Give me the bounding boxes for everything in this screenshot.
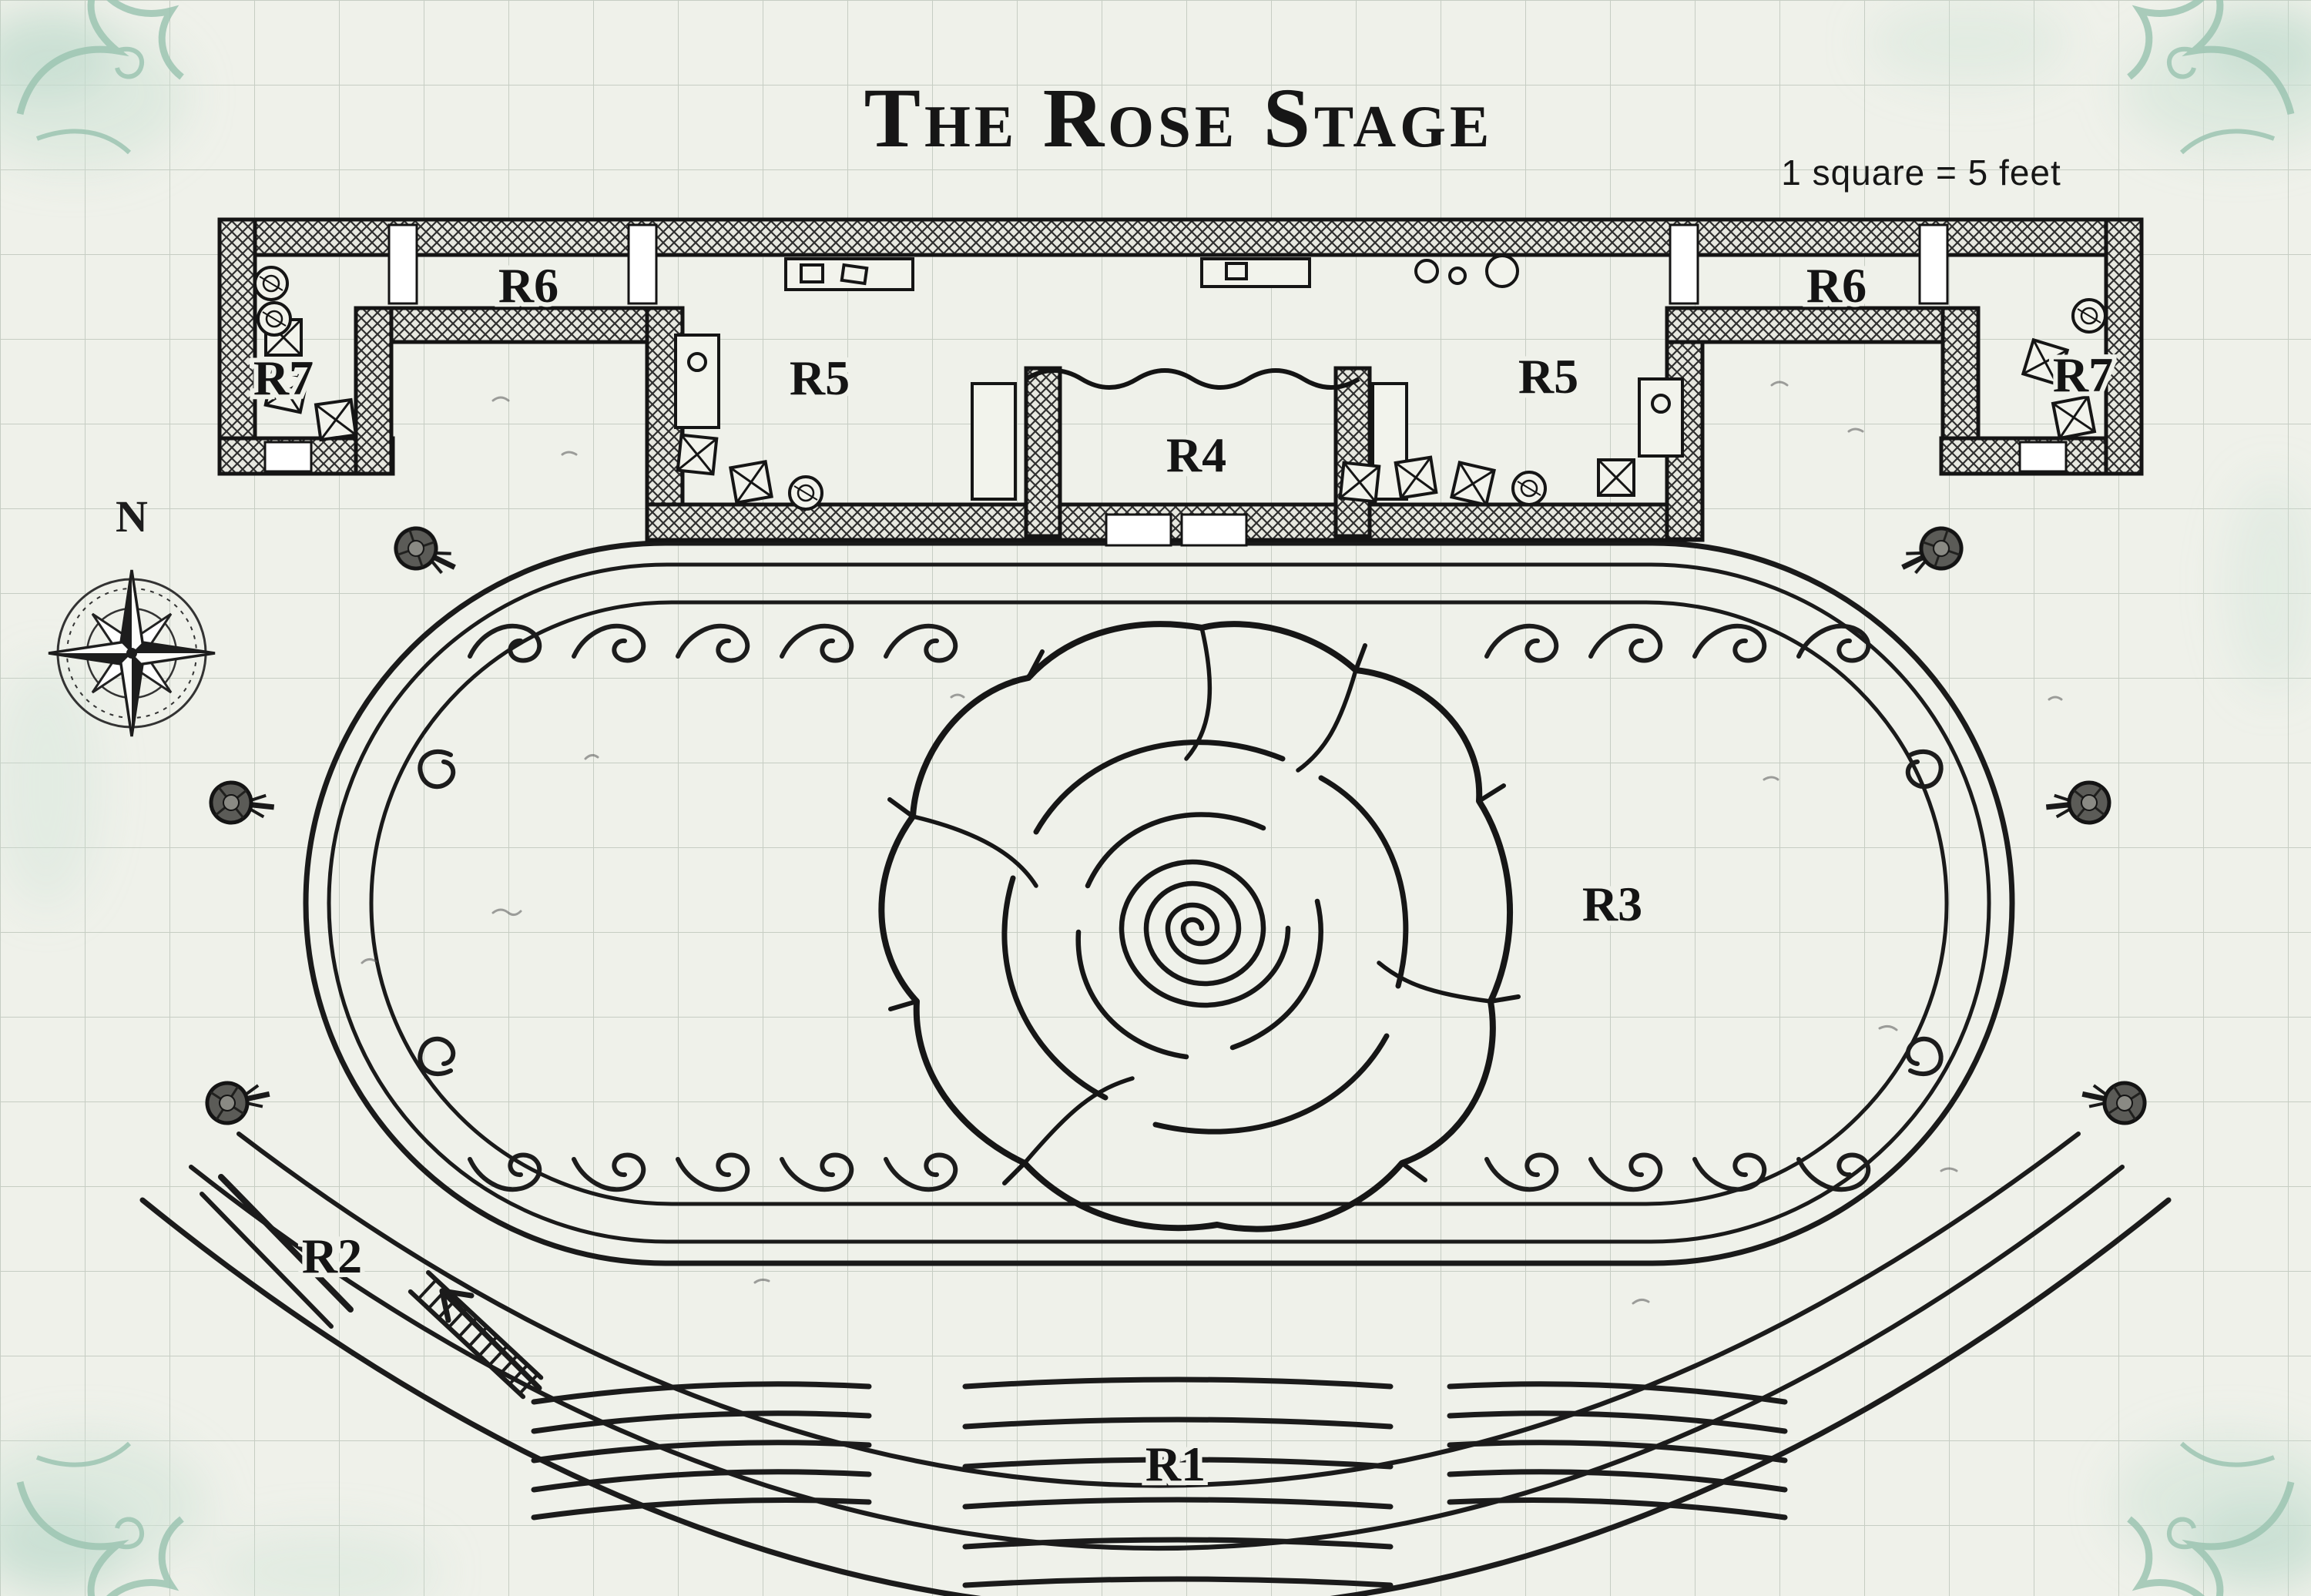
box-icon: [800, 263, 824, 283]
crate-icon: [1597, 458, 1635, 497]
room-label-r4: R4: [1166, 428, 1226, 482]
box-icon: [840, 263, 869, 286]
side-table-icon: [971, 382, 1017, 501]
barrel-icon: [253, 266, 289, 301]
room-label-r6-left: R6: [498, 258, 558, 313]
room-labels: R6 R7 R5 R4 R5 R6 R7 R3 R2 R1: [249, 253, 2118, 1496]
room-label-r3: R3: [1582, 877, 1642, 931]
scale-note: 1 square = 5 feet: [1781, 153, 2061, 193]
door: [263, 441, 313, 473]
seating-benches: [531, 1376, 1788, 1588]
crate-icon: [2051, 395, 2096, 440]
seating-left: [531, 1381, 872, 1521]
stage-step: [1105, 513, 1172, 547]
door: [1918, 223, 1949, 305]
barrel-icon: [788, 475, 823, 511]
seating-right: [1447, 1381, 1788, 1521]
room-label-r1: R1: [1145, 1437, 1206, 1491]
room-label-r5-left: R5: [790, 350, 850, 405]
crate-icon: [1338, 461, 1381, 504]
stage-step: [1180, 513, 1248, 547]
plate-icon: [1448, 267, 1467, 285]
room-label-r2: R2: [302, 1229, 362, 1283]
doorways: [263, 223, 2068, 547]
crate-icon: [314, 398, 357, 441]
door: [2018, 441, 2068, 473]
ramp-r2: [200, 1174, 544, 1400]
room-label-r6-right: R6: [1806, 258, 1867, 313]
barrel-icon: [1511, 471, 1547, 506]
crate-icon: [729, 460, 773, 505]
crate-icon: [676, 433, 719, 476]
desk-icon: [1638, 377, 1684, 458]
compass-rose-icon: N: [48, 491, 216, 737]
room-label-r5-right: R5: [1518, 349, 1578, 404]
backstage-building-walls: [217, 217, 2144, 542]
stool-icon: [1651, 394, 1671, 414]
door: [1669, 223, 1699, 305]
room-label-r7-left: R7: [253, 350, 314, 405]
door: [387, 223, 418, 305]
round-table-icon: [1485, 254, 1519, 288]
barrel-icon: [257, 301, 292, 337]
crate-icon: [1394, 455, 1438, 500]
box-icon: [1225, 262, 1248, 280]
map-title: The Rose Stage: [864, 71, 1494, 165]
stool-icon: [687, 352, 707, 372]
seating-center: [962, 1376, 1394, 1588]
rose-illustration: [878, 621, 1521, 1232]
compass-north-label: N: [116, 491, 148, 542]
desk-icon: [674, 334, 720, 429]
door: [627, 223, 658, 305]
crate-icon: [1450, 461, 1496, 507]
room-label-r7-right: R7: [2053, 347, 2113, 402]
stairs-arrow-icon: [439, 1288, 542, 1391]
table-icon: [1200, 257, 1311, 288]
stage-curtain-line: [1025, 368, 1360, 390]
backstage-props: [253, 254, 2107, 511]
barrel-icon: [2071, 298, 2107, 334]
pencil-scribbles: [361, 381, 2063, 1305]
plate-icon: [1414, 259, 1439, 283]
